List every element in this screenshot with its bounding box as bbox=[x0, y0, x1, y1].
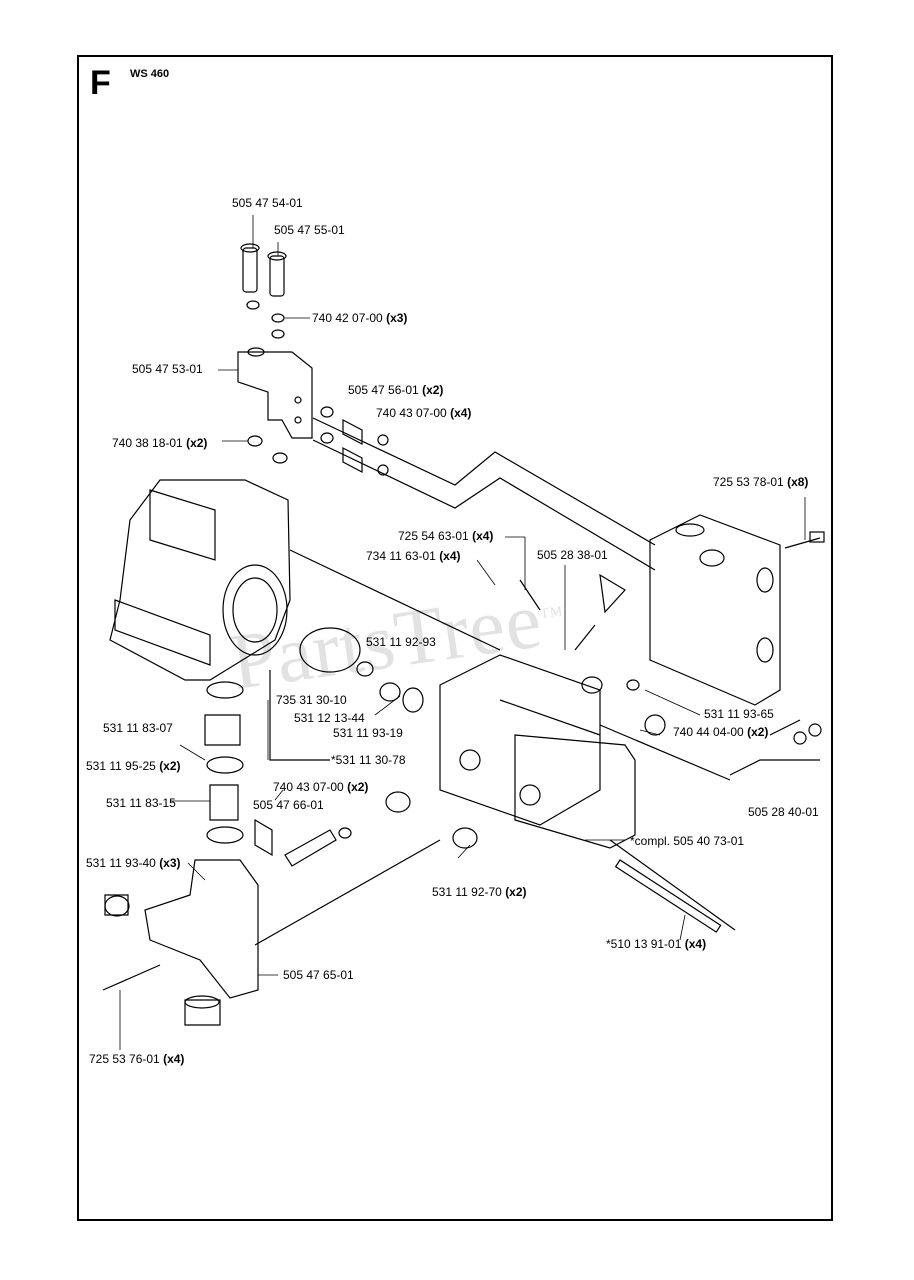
part-label: 531 11 83-15 bbox=[106, 796, 176, 810]
part-label: 505 28 40-01 bbox=[748, 805, 819, 819]
part-label: 740 44 04-00 (x2) bbox=[673, 725, 769, 739]
part-label: *compl. 505 40 73-01 bbox=[630, 834, 745, 848]
section-letter: F bbox=[90, 64, 111, 102]
pump bbox=[385, 654, 736, 933]
part-label: 531 11 95-25 (x2) bbox=[86, 759, 181, 773]
leader-lines bbox=[119, 215, 806, 1050]
part-label: 740 42 07-00 (x3) bbox=[312, 311, 408, 325]
part-label: 531 11 93-40 (x3) bbox=[86, 856, 181, 870]
part-label: 740 43 07-00 (x2) bbox=[273, 780, 369, 794]
part-label: 531 11 93-65 bbox=[704, 707, 774, 721]
manifold bbox=[519, 514, 825, 781]
pins bbox=[240, 243, 287, 339]
fittings bbox=[312, 406, 656, 571]
part-label: 531 11 83-07 bbox=[103, 721, 173, 735]
part-label: 740 38 18-01 (x2) bbox=[112, 436, 208, 450]
part-label: 505 47 55-01 bbox=[274, 223, 345, 237]
part-label: 505 28 38-01 bbox=[537, 548, 608, 562]
part-label: 505 47 65-01 bbox=[283, 968, 354, 982]
part-label: *531 11 30-78 bbox=[331, 753, 406, 767]
part-label: 734 11 63-01 (x4) bbox=[366, 549, 461, 563]
part-label: 725 54 63-01 (x4) bbox=[398, 529, 494, 543]
part-label: 505 47 53-01 bbox=[132, 362, 203, 376]
part-label: 725 53 78-01 (x8) bbox=[713, 475, 809, 489]
part-label: 531 11 93-19 bbox=[333, 726, 403, 740]
left-fittings bbox=[204, 681, 352, 867]
main-housing bbox=[109, 479, 501, 761]
part-label: *510 13 91-01 (x4) bbox=[606, 937, 707, 951]
part-label: 505 47 54-01 bbox=[232, 196, 303, 210]
model-label: WS 460 bbox=[130, 68, 170, 80]
part-label: 505 47 66-01 bbox=[253, 798, 324, 812]
part-label: 740 43 07-00 (x4) bbox=[376, 406, 472, 420]
part-label: 505 47 56-01 (x2) bbox=[348, 383, 444, 397]
bracket bbox=[102, 839, 441, 1026]
part-label: 725 53 76-01 (x4) bbox=[89, 1052, 185, 1066]
part-label: 735 31 30-10 bbox=[276, 693, 347, 707]
diagram-border bbox=[77, 55, 833, 1221]
part-label: 531 11 92-70 (x2) bbox=[432, 885, 527, 899]
part-label: 531 11 92-93 bbox=[366, 635, 436, 649]
valve-block bbox=[237, 347, 313, 464]
part-label: 531 12 13-44 bbox=[294, 711, 365, 725]
